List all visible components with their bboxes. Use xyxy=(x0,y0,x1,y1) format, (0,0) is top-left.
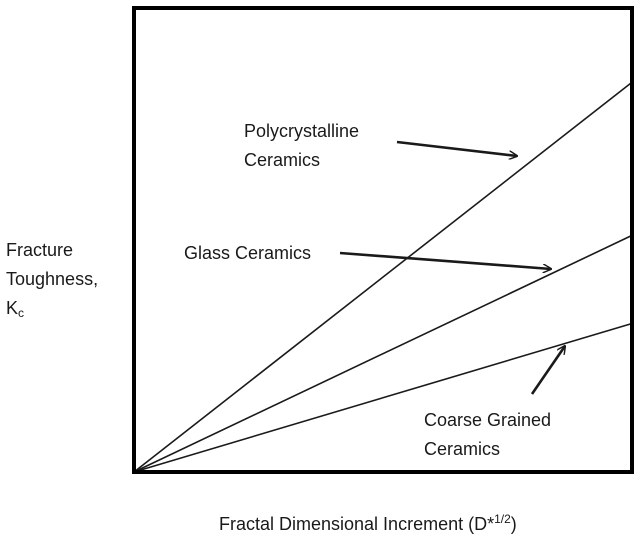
annotation-polycrystalline-line1: Polycrystalline xyxy=(244,121,360,141)
x-axis-label: Fractal Dimensional Increment (D*1/2) xyxy=(219,512,517,535)
annotation-coarse-grained-line2: Ceramics xyxy=(424,439,501,459)
y-axis-label-symbol: Kc xyxy=(6,294,98,328)
y-axis-label: Fracture Toughness, Kc xyxy=(6,236,98,328)
annotation-coarse-grained: Coarse Grained Ceramics xyxy=(424,406,551,464)
annotation-coarse-grained-line1: Coarse Grained xyxy=(424,410,552,430)
x-axis-label-close: ) xyxy=(510,514,517,534)
series-layer xyxy=(133,81,633,473)
annotation-arrow-polycrystalline xyxy=(396,140,517,156)
series-line-glass-ceramics xyxy=(133,234,633,473)
x-axis-label-sup: 1/2 xyxy=(494,512,511,526)
series-line-coarse-grained xyxy=(133,322,633,473)
y-axis-label-line2: Toughness, xyxy=(6,269,99,289)
plot-frame xyxy=(132,6,634,474)
y-axis-symbol-sub: c xyxy=(18,306,25,320)
annotation-arrow-coarse-grained xyxy=(530,346,565,395)
series-line-polycrystalline xyxy=(133,81,633,473)
annotation-arrow-glass-ceramics xyxy=(339,251,551,269)
y-axis-label-line1: Fracture xyxy=(6,240,74,260)
annotation-glass-ceramics-line1: Glass Ceramics xyxy=(184,243,312,263)
annotation-glass-ceramics: Glass Ceramics xyxy=(184,239,311,268)
annotation-polycrystalline-line2: Ceramics xyxy=(244,150,321,170)
x-axis-label-main: Fractal Dimensional Increment (D* xyxy=(219,514,495,534)
annotation-polycrystalline: Polycrystalline Ceramics xyxy=(244,117,359,175)
arrow-layer xyxy=(339,140,565,395)
y-axis-symbol-main: K xyxy=(6,298,19,318)
